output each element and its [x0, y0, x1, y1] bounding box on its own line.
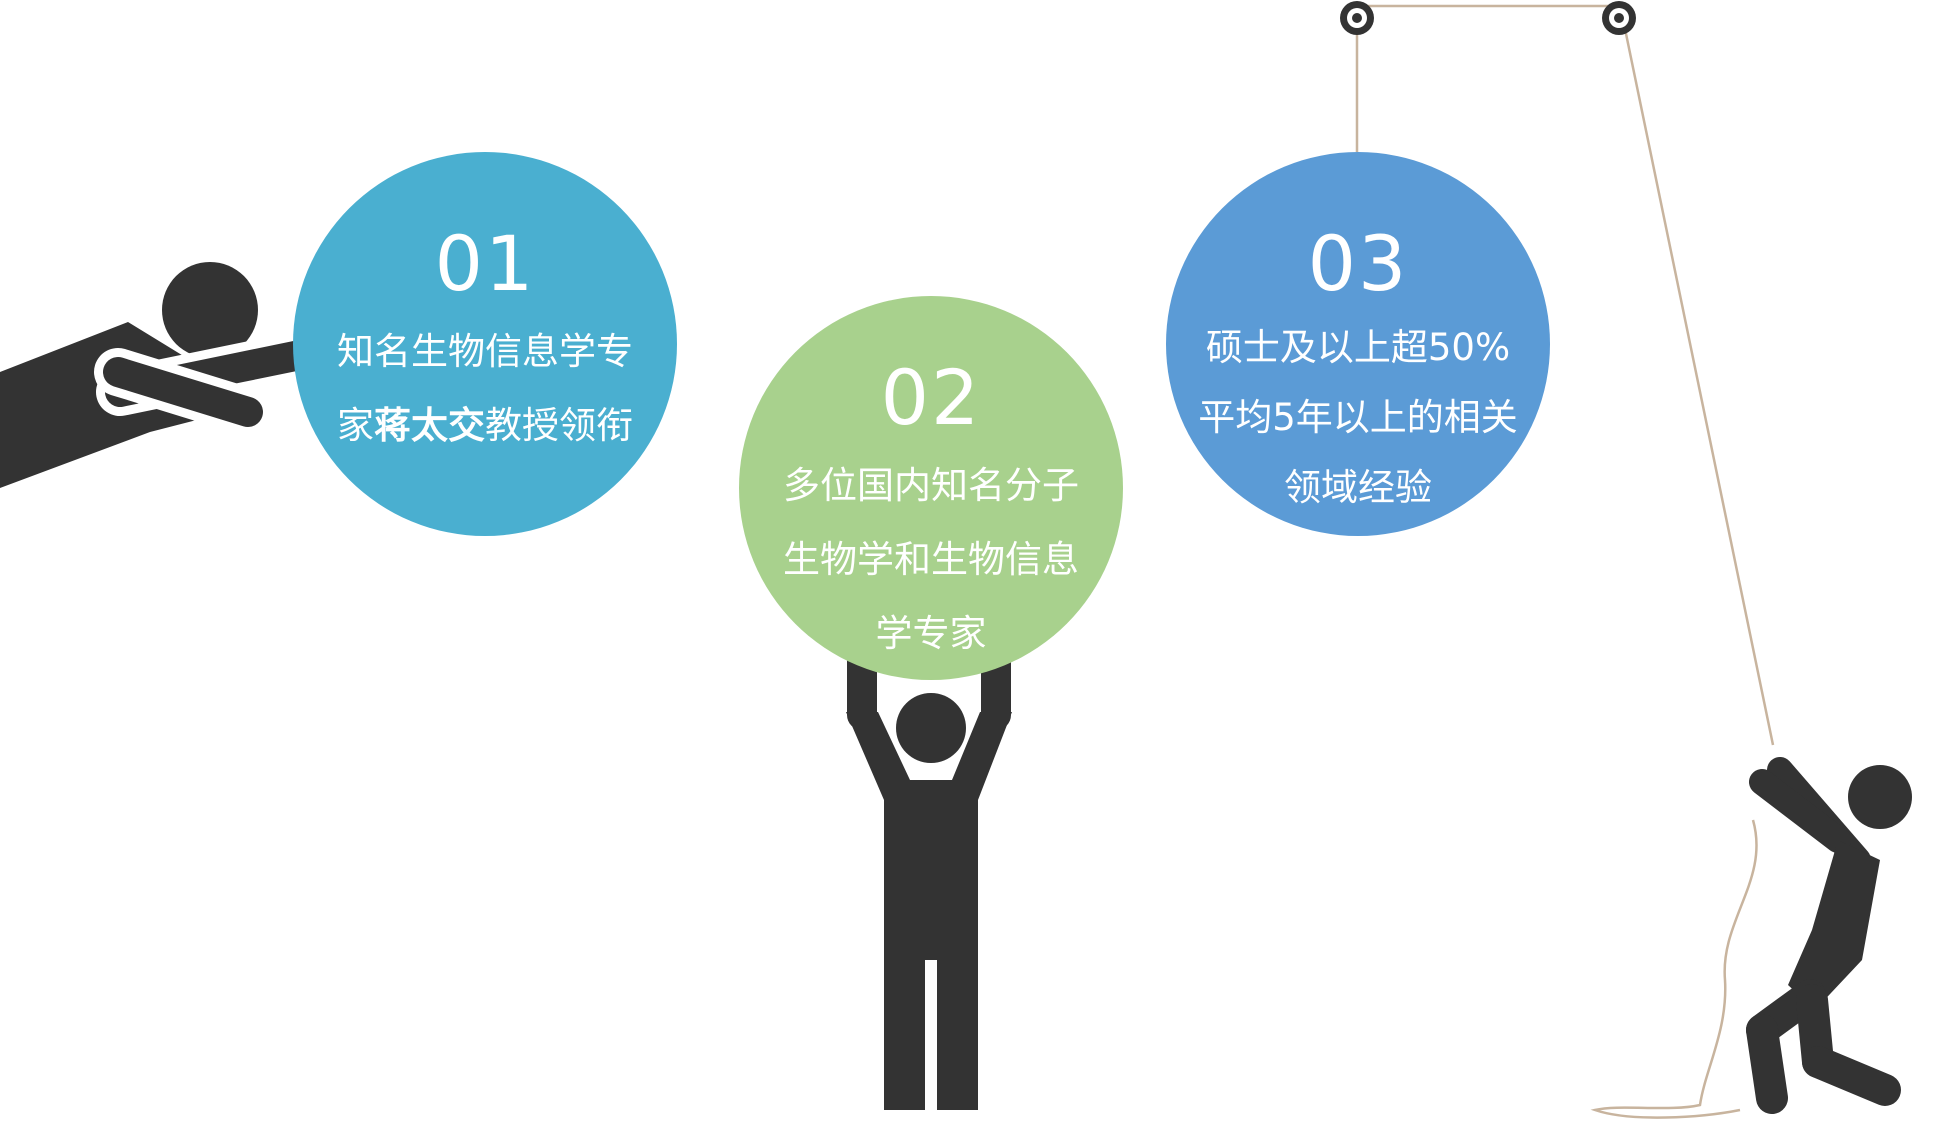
- bubble-01: 01 知名生物信息学专 家蒋太交教授领衔: [293, 152, 677, 536]
- bubble-03-line3: 领域经验: [1284, 466, 1432, 509]
- bubble-03: 03 硕士及以上超50% 平均5年以上的相关 领域经验: [1166, 152, 1550, 536]
- pulley-icon: [1602, 1, 1636, 35]
- pushing-person-icon: [0, 262, 324, 488]
- bubble-02-line1: 多位国内知名分子: [783, 464, 1079, 507]
- bubble-01-line1: 知名生物信息学专: [337, 330, 633, 373]
- bubble-02-number: 02: [880, 353, 982, 442]
- bubble-01-number: 01: [434, 219, 536, 308]
- bubble-01-line2: 家蒋太交教授领衔: [293, 400, 677, 452]
- bubble-03-line2: 平均5年以上的相关: [1198, 396, 1518, 439]
- pulley-icon: [1340, 1, 1374, 35]
- bubble-01-line2-pre: 家: [337, 404, 374, 447]
- bubble-03-number: 03: [1307, 219, 1409, 308]
- rope-system: [1355, 4, 1775, 1119]
- bubble-02-line2: 生物学和生物信息: [783, 538, 1079, 581]
- bubble-02: 02 多位国内知名分子 生物学和生物信息 学专家: [739, 296, 1123, 680]
- bubble-02-line3: 学专家: [875, 612, 987, 655]
- rope-diagonal: [1622, 23, 1775, 746]
- lifting-person-icon: [846, 645, 1012, 1125]
- bubble-01-professor-name: 蒋太交: [374, 404, 485, 447]
- pulling-person-icon: [1746, 748, 1912, 1114]
- bubble-01-line2-post: 教授领衔: [485, 404, 633, 447]
- rope-slack: [1590, 819, 1758, 1119]
- bubble-03-line1: 硕士及以上超50%: [1205, 326, 1511, 369]
